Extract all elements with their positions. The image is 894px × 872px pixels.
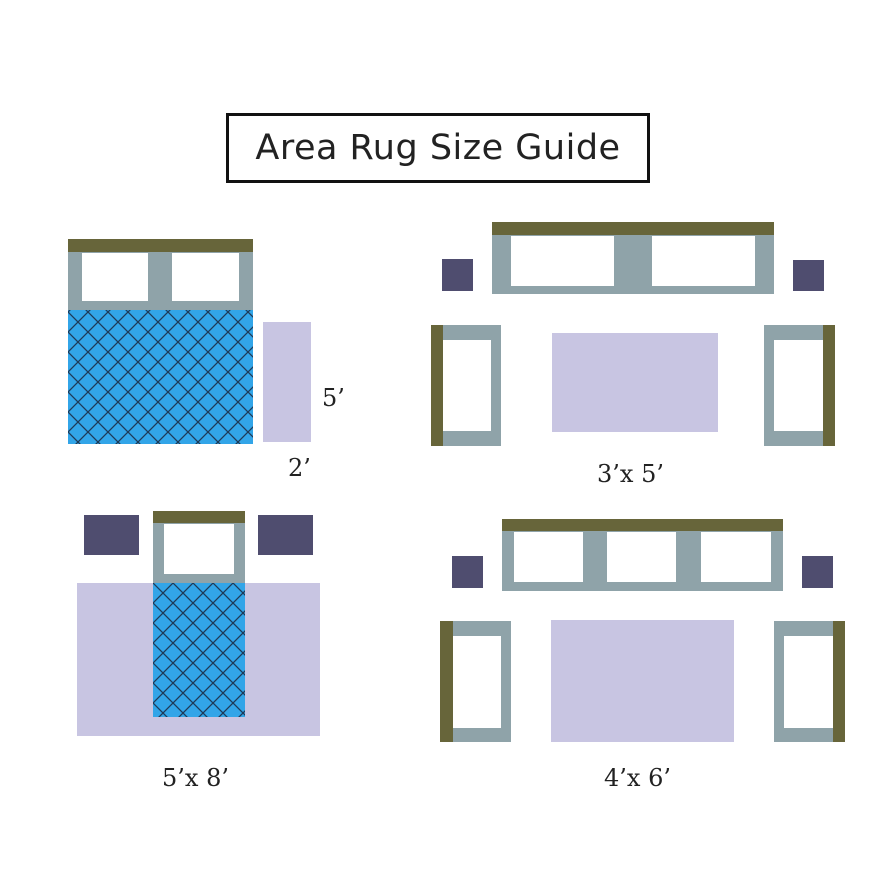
- sofa-icon: [502, 519, 783, 591]
- sofa-cushion-right: [652, 236, 755, 286]
- armchair-icon: [431, 325, 501, 446]
- pillow-left: [82, 253, 148, 301]
- page-title: Area Rug Size Guide: [255, 128, 621, 168]
- rug-4x6: [551, 620, 734, 742]
- headboard: [68, 239, 253, 252]
- size-label-3x5: 3’x 5’: [597, 460, 664, 488]
- size-label-4x6: 4’x 6’: [604, 764, 671, 792]
- side-table-icon: [258, 515, 313, 555]
- title-box: Area Rug Size Guide: [226, 113, 650, 183]
- size-label-5x8: 5’x 8’: [162, 764, 229, 792]
- sofa-cushion: [514, 532, 583, 582]
- sofa-back: [492, 222, 774, 235]
- bed-icon: [153, 511, 245, 717]
- runner-rug: [263, 322, 311, 442]
- sofa-back: [502, 519, 783, 531]
- bed-icon: [68, 239, 253, 444]
- runner-width-label: 2’: [288, 454, 311, 482]
- runner-length-label: 5’: [322, 384, 345, 412]
- rug-3x5: [552, 333, 718, 432]
- armchair-icon: [774, 621, 845, 742]
- side-table-icon: [793, 260, 824, 291]
- armchair-icon: [764, 325, 835, 446]
- side-table-icon: [442, 259, 473, 291]
- sofa-cushion-left: [511, 236, 614, 286]
- pillow: [164, 524, 234, 574]
- headboard: [153, 511, 245, 523]
- sofa-cushion: [607, 532, 676, 582]
- side-table-icon: [84, 515, 139, 555]
- bed-quilt: [68, 310, 253, 444]
- sofa-cushion: [701, 532, 771, 582]
- sofa-icon: [492, 222, 774, 294]
- side-table-icon: [452, 556, 483, 588]
- armchair-icon: [440, 621, 511, 742]
- bed-quilt: [153, 583, 245, 717]
- pillow-right: [172, 253, 239, 301]
- side-table-icon: [802, 556, 833, 588]
